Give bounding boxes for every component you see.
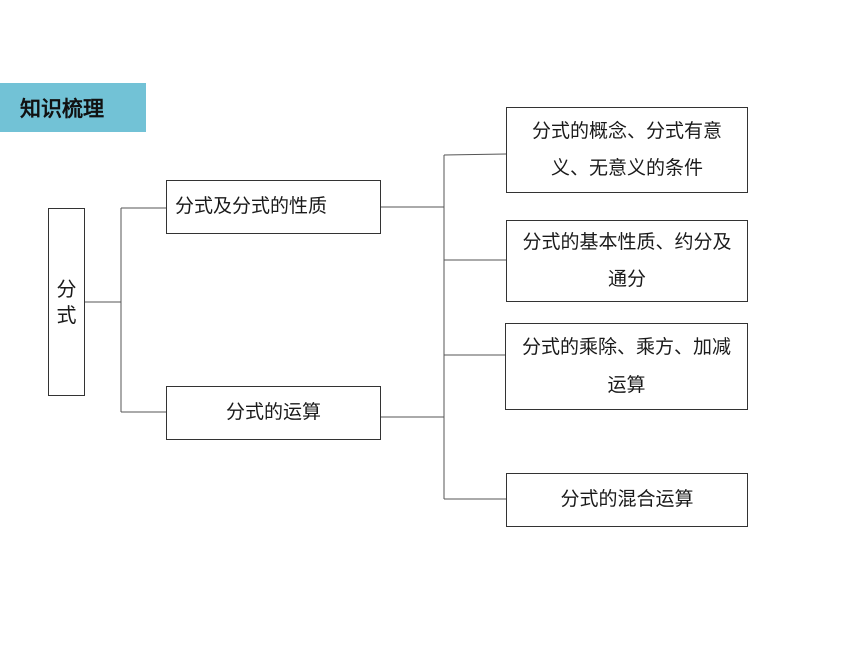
branch-node-label: 分式及分式的性质 <box>175 195 328 218</box>
leaf-node-mixed-operations: 分式的混合运算 <box>506 473 748 527</box>
leaf-node-label: 分式的概念、分式有意义、无意义的条件 <box>531 119 722 179</box>
bracket-to-leaf-1 <box>443 153 507 156</box>
root-node-box: 分 式 <box>48 208 85 396</box>
section-heading-tag: 知识梳理 <box>0 83 146 132</box>
branch-node-properties: 分式及分式的性质 <box>166 180 381 234</box>
root-node-label: 分 式 <box>56 277 77 327</box>
leaf-node-label: 分式的基本性质、约分及通分 <box>522 230 732 290</box>
leaf-node-label: 分式的乘除、乘方、加减运算 <box>522 336 732 396</box>
leaf-node-label: 分式的混合运算 <box>560 488 694 511</box>
leaf-node-basic-property: 分式的基本性质、约分及通分 <box>506 220 748 302</box>
section-heading-label: 知识梳理 <box>20 96 104 121</box>
leaf-node-mul-div-add-sub: 分式的乘除、乘方、加减运算 <box>505 323 748 410</box>
leaf-node-concept: 分式的概念、分式有意义、无意义的条件 <box>506 107 748 193</box>
branch-node-label: 分式的运算 <box>225 401 321 424</box>
branch-node-operations: 分式的运算 <box>166 386 381 440</box>
